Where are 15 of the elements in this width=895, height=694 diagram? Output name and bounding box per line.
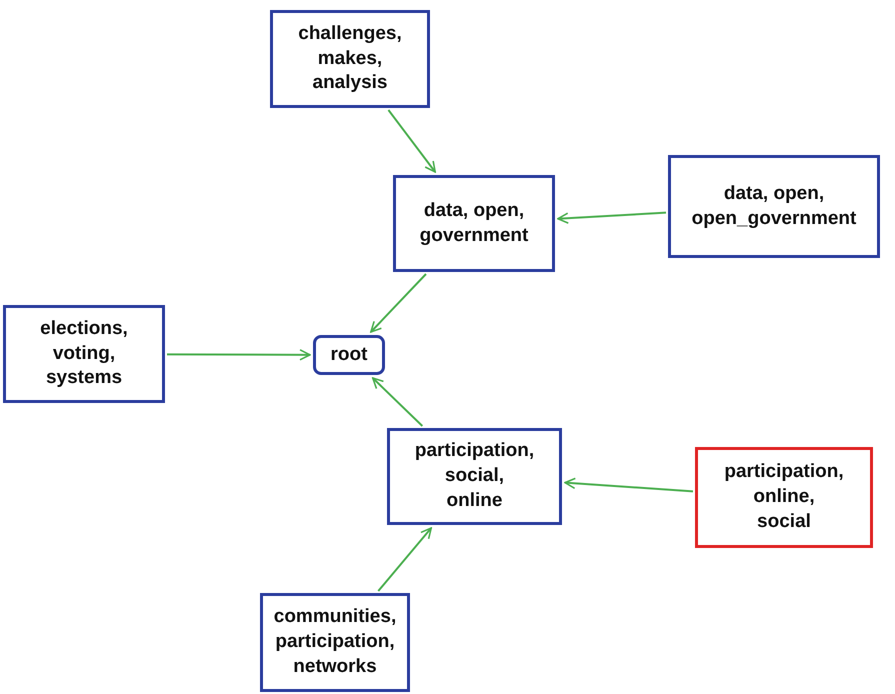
arrow bbox=[370, 273, 427, 333]
arrow bbox=[388, 109, 436, 173]
keyword-box: data, open, government bbox=[393, 175, 555, 272]
arrow bbox=[378, 527, 432, 592]
arrow bbox=[372, 377, 424, 427]
keyword-box: elections, voting, systems bbox=[3, 305, 165, 403]
keyword-box: communities, participation, networks bbox=[260, 593, 410, 692]
keyword-box: root bbox=[313, 335, 385, 375]
keyword-box: challenges, makes, analysis bbox=[270, 10, 430, 108]
arrow bbox=[557, 212, 666, 224]
keyword-box: participation, online, social bbox=[695, 447, 873, 548]
arrow bbox=[564, 478, 694, 492]
arrow bbox=[167, 349, 311, 361]
keyword-box: participation, social, online bbox=[387, 428, 562, 525]
keyword-box: data, open, open_government bbox=[668, 155, 880, 258]
